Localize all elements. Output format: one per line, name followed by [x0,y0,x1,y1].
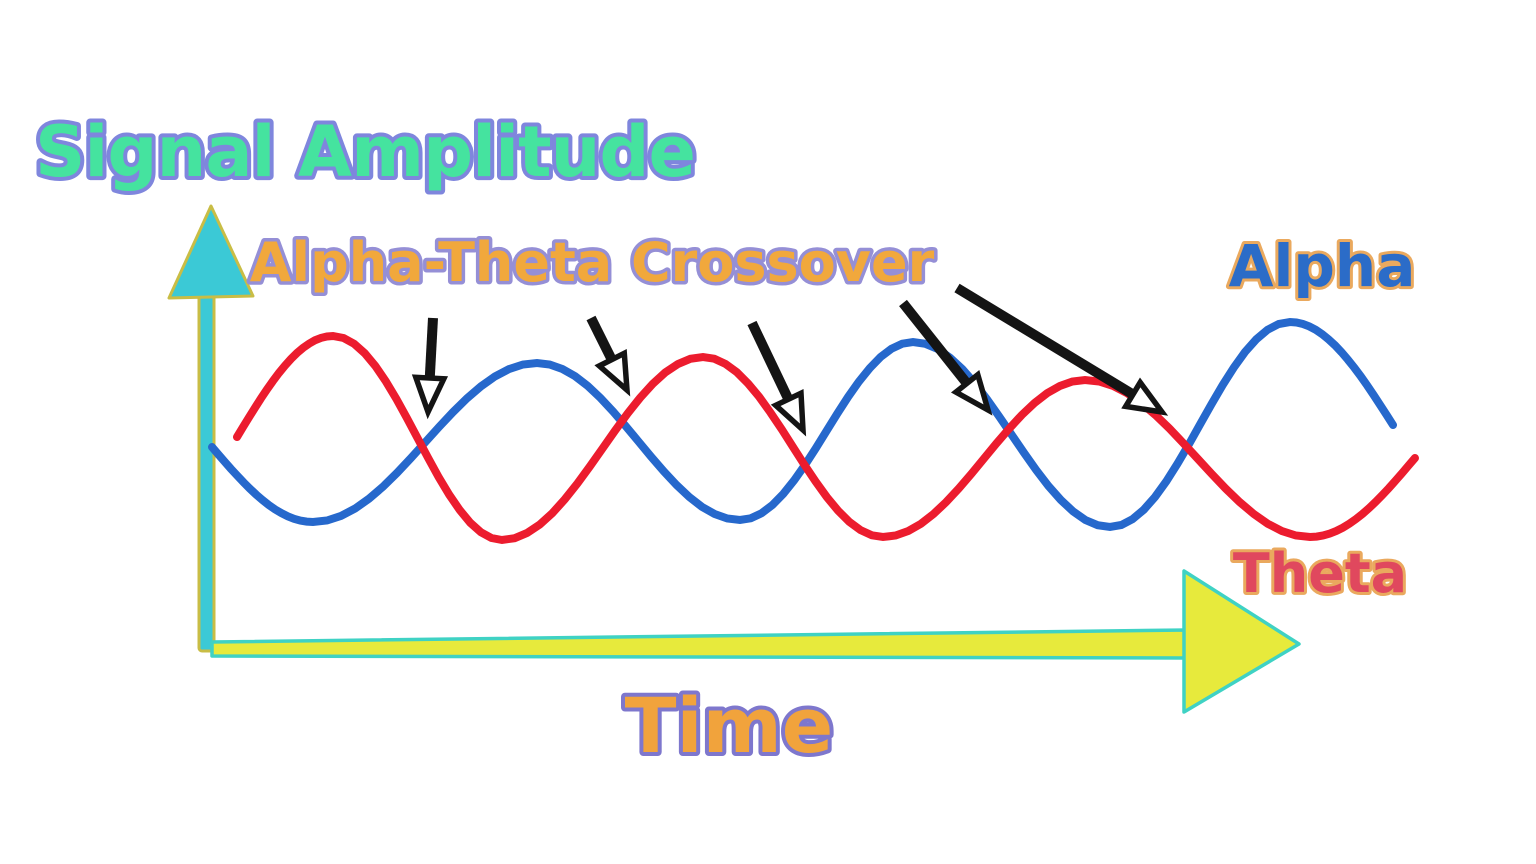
x-axis-arrow [210,569,1301,714]
y-axis-arrow [167,204,255,653]
crossover-arrows [411,283,1169,437]
crossover-arrow-shaft-2 [586,315,618,365]
crossover-arrowhead-icon-1 [411,374,449,420]
y-axis-label: Signal Amplitude [35,111,695,193]
crossover-arrowhead-icon-3 [770,389,807,437]
alpha-series-label: Alpha [1229,232,1416,300]
y-axis-shaft [197,291,216,653]
crossover-arrowhead-icon-5 [1121,377,1169,416]
x-axis-arrowhead-icon [1182,569,1301,714]
crossover-arrow-shaft-5 [954,283,1139,401]
x-axis-label: Time [625,681,834,770]
theta-series-label: Theta [1233,542,1407,605]
crossover-arrow-shaft-1 [424,317,438,382]
x-axis-shaft [210,628,1190,660]
alpha-wave [208,317,1397,532]
crossover-label: Alpha-Theta Crossover [250,231,935,294]
crossover-arrow-shaft-3 [747,320,795,405]
theta-wave [233,331,1419,545]
crossover-arrowhead-icon-2 [594,348,631,397]
crossover-arrowhead-icon-4 [950,369,993,416]
crossover-arrow-shaft-4 [899,299,973,389]
y-axis-arrowhead-icon [167,204,255,300]
